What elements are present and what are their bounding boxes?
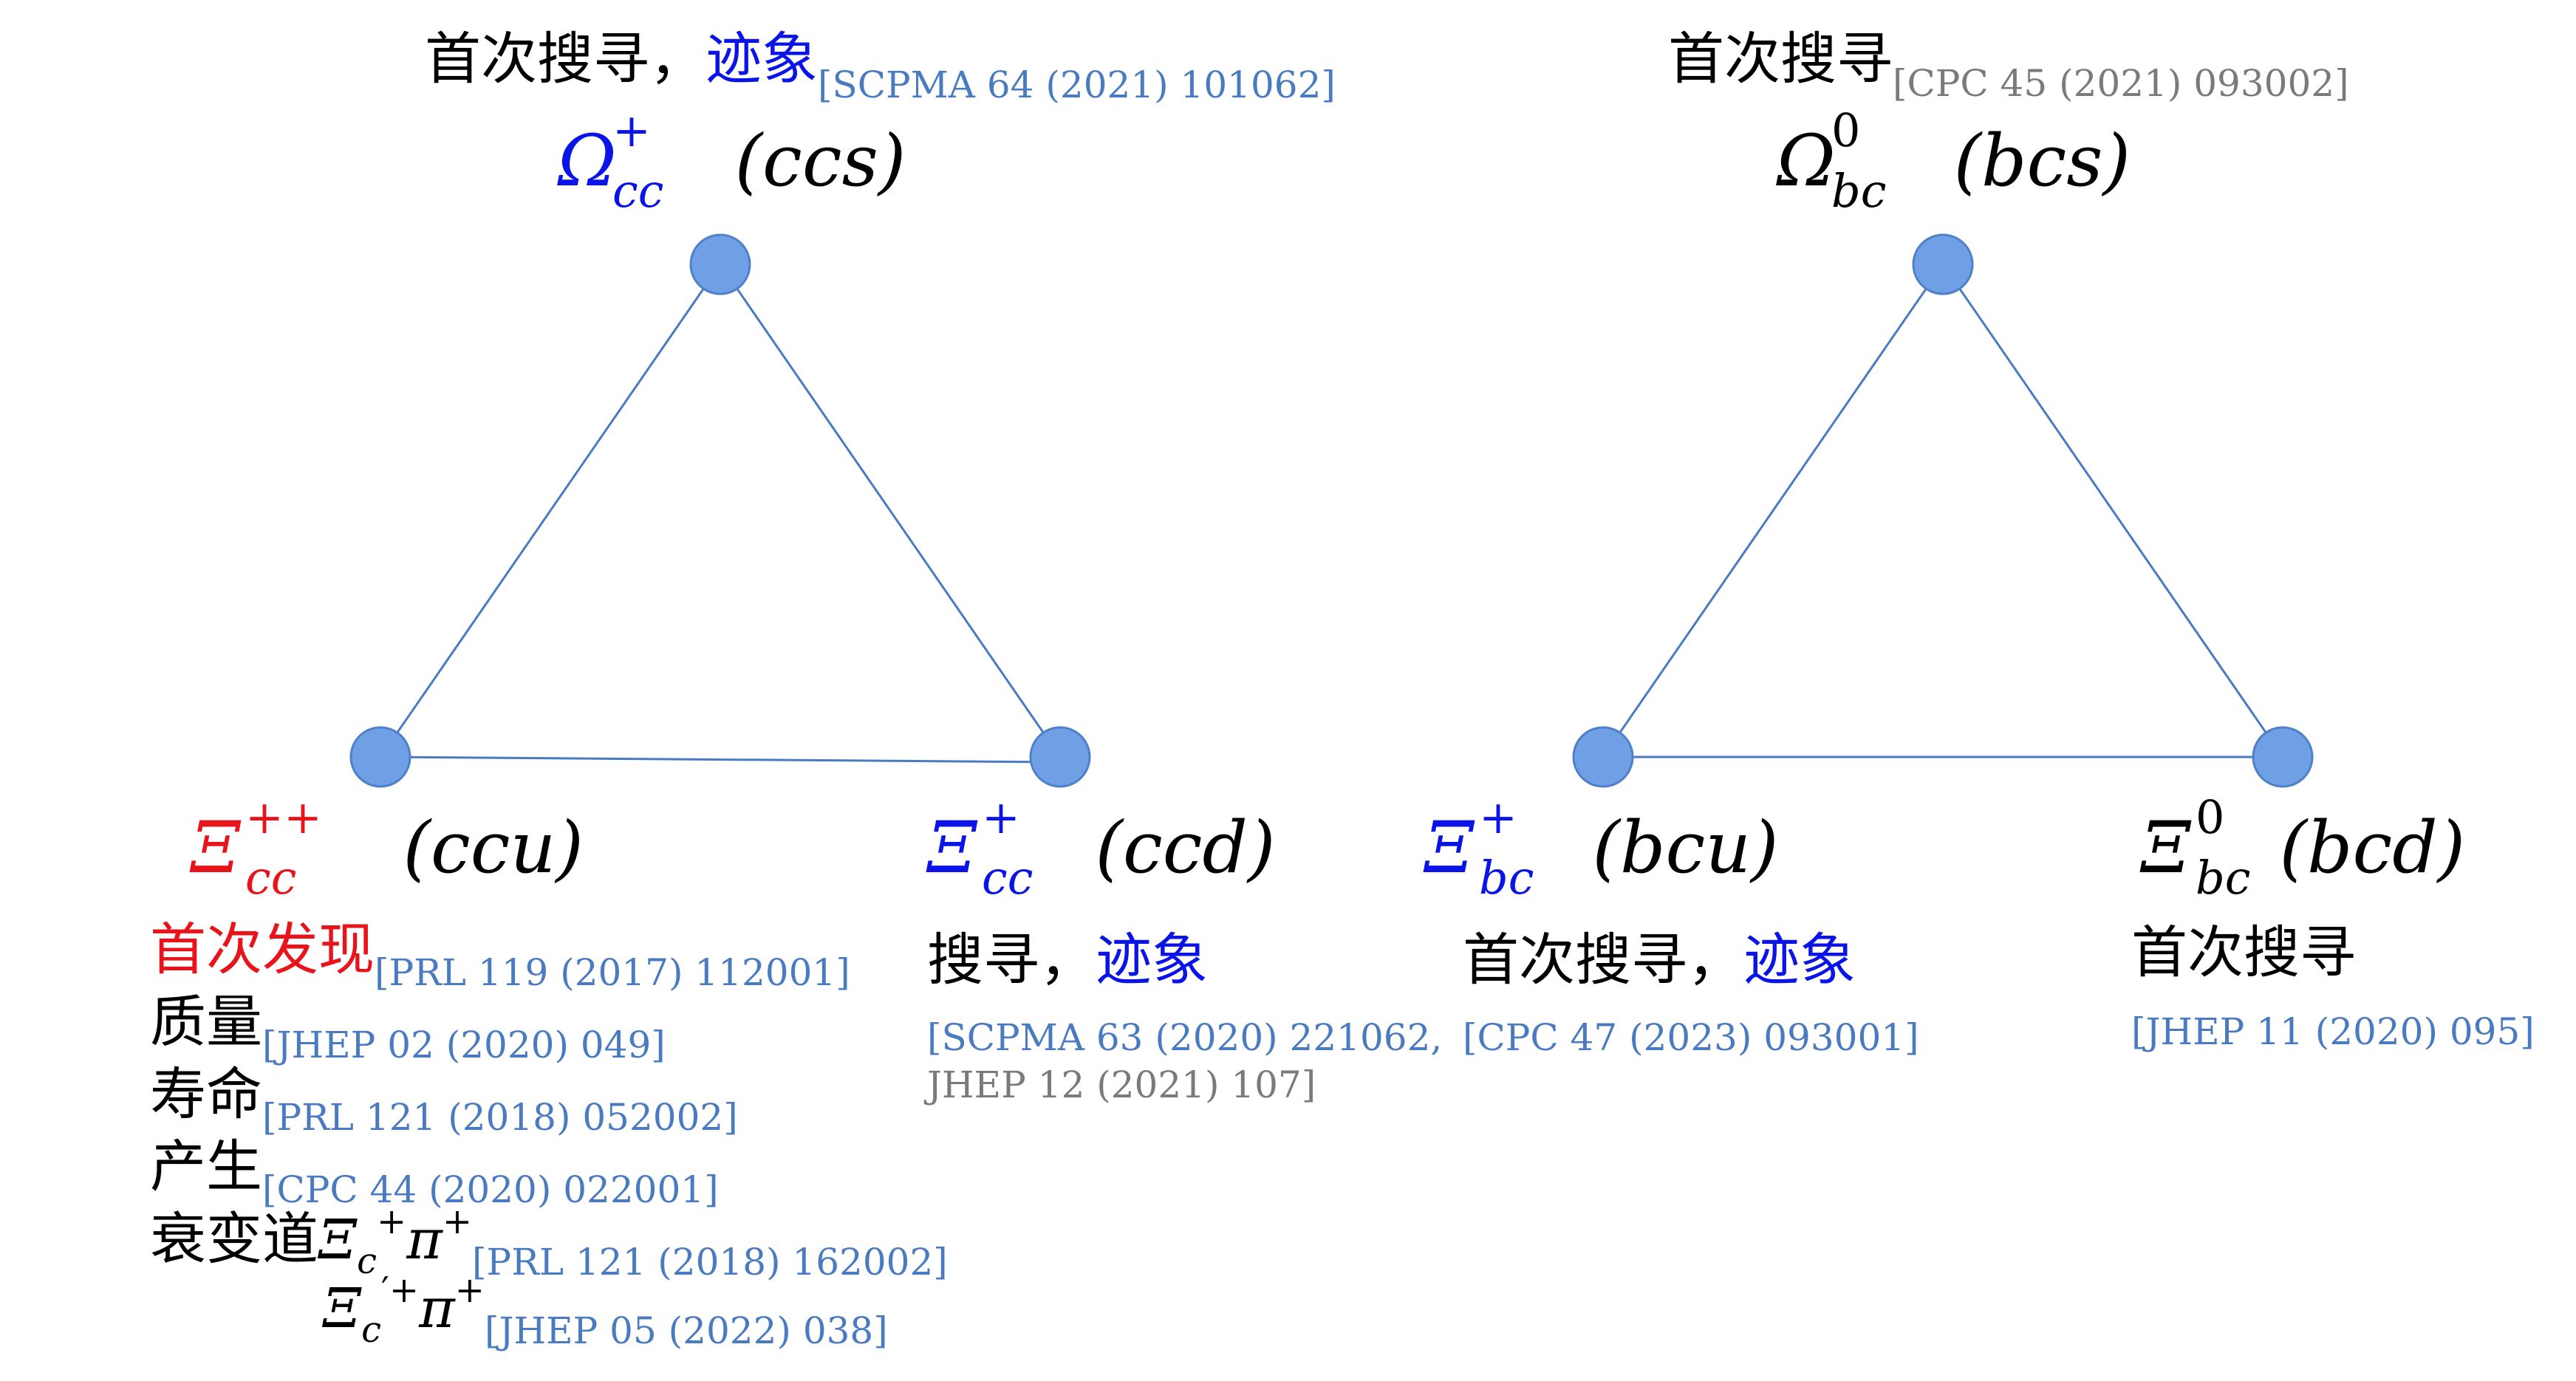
xi-cc-pp-lifetime: 寿命[PRL 121 (2018) 052002] <box>150 1066 738 1137</box>
decay-mode-text: 衰变道 <box>150 1206 318 1272</box>
omega-bc-status: 首次搜寻[CPC 45 (2021) 093002] <box>1668 31 2349 103</box>
discovery-reference: [PRL 119 (2017) 112001] <box>375 951 850 994</box>
status-search-text: 搜寻， <box>927 927 1096 993</box>
xi-cc-pp-mass: 质量[JHEP 02 (2020) 049] <box>150 994 666 1064</box>
production-reference: [CPC 44 (2020) 022001] <box>262 1168 719 1211</box>
status-search-text: 首次搜寻 <box>1668 26 1893 92</box>
omega-bc-quark-content: (bcs) <box>1953 120 2131 202</box>
omega-cc-quark-content: (ccs) <box>734 120 906 202</box>
xi-bc-0-quark-content: (bcd) <box>2279 806 2466 889</box>
xi-cc-p-reference-1: [SCPMA 63 (2020) 221062, <box>927 1016 1443 1059</box>
status-evidence-text: 迹象 <box>1743 927 1856 993</box>
xi-cc-pp-quark-content: (ccu) <box>403 806 584 889</box>
edge-omega-bc-to-xi-bc-p <box>1602 264 1944 758</box>
omega-cc-subscript: cc <box>612 164 664 218</box>
triangle-bc <box>1572 233 2314 788</box>
edge-omega-cc-to-xi-cc-pp <box>379 264 722 758</box>
discovery-text: 首次发现 <box>150 916 375 982</box>
xi-bc-0-status: 首次搜寻 <box>2131 925 2356 981</box>
node-xi-bc-0 <box>2252 726 2314 788</box>
decay-2-reference: [JHEP 05 (2022) 038] <box>484 1309 888 1352</box>
status-evidence-text: 迹象 <box>1096 927 1208 993</box>
edge-omega-cc-to-xi-cc-p <box>719 264 1062 758</box>
xi-cc-pp-production: 产生[CPC 44 (2020) 022001] <box>150 1139 719 1209</box>
status-evidence-text: 迹象 <box>706 26 818 92</box>
xi-bc-0-reference: [JHEP 11 (2020) 095] <box>2131 1010 2535 1053</box>
decay-xi-c-prime-pi: Ξc′+π+ <box>323 1269 485 1351</box>
xi-bc-0-charge: 0 <box>2196 790 2225 844</box>
mass-text: 质量 <box>150 989 262 1055</box>
xi-cc-p-charge: + <box>982 790 1020 844</box>
status-search-text: 首次搜寻， <box>1463 927 1743 993</box>
status-search-text: 首次搜寻， <box>425 26 706 92</box>
mass-reference: [JHEP 02 (2020) 049] <box>262 1024 666 1066</box>
xi-bc-p-subscript: bc <box>1479 851 1534 905</box>
omega-cc-charge: + <box>612 103 651 157</box>
edge-omega-bc-to-xi-bc-0 <box>1941 264 2284 758</box>
xi-cc-p-quark-content: (ccd) <box>1095 806 1276 889</box>
omega-cc-reference: [SCPMA 64 (2021) 101062] <box>818 64 1336 106</box>
omega-cc-label: Ω+cc(ccs) <box>558 103 906 218</box>
decay-xi-c-pi: Ξc+π+ <box>318 1201 473 1282</box>
xi-bc-p-symbol: Ξ+bc <box>1424 790 1534 905</box>
node-xi-cc-p <box>1029 726 1091 788</box>
node-xi-cc-pp <box>349 726 411 788</box>
xi-cc-p-symbol: Ξ+cc <box>927 790 1034 905</box>
omega-bc-charge: 0 <box>1831 103 1861 157</box>
lifetime-text: 寿命 <box>150 1061 262 1127</box>
xi-cc-pp-subscript: cc <box>245 851 297 905</box>
xi-cc-p-status: 搜寻，迹象 <box>927 932 1208 988</box>
omega-cc-symbol: Ω+cc <box>558 103 664 218</box>
omega-bc-subscript: bc <box>1831 164 1887 218</box>
xi-cc-p-label: Ξ+cc(ccd) <box>927 790 1276 905</box>
xi-bc-p-charge: + <box>1479 790 1517 844</box>
omega-bc-reference: [CPC 45 (2021) 093002] <box>1893 62 2349 105</box>
xi-cc-pp-label: Ξ++cc(ccu) <box>191 790 584 905</box>
production-text: 产生 <box>150 1134 262 1199</box>
xi-bc-0-subscript: bc <box>2196 851 2251 905</box>
lifetime-reference: [PRL 121 (2018) 052002] <box>262 1096 738 1139</box>
xi-cc-pp-discovery: 首次发现[PRL 119 (2017) 112001] <box>150 922 850 992</box>
decay-1-reference: [PRL 121 (2018) 162002] <box>472 1241 948 1284</box>
xi-cc-pp-symbol: Ξ++cc <box>191 790 322 905</box>
node-omega-cc <box>689 233 751 295</box>
xi-bc-p-reference: [CPC 47 (2023) 093001] <box>1463 1016 1919 1059</box>
xi-cc-pp-charge: ++ <box>245 790 322 844</box>
xi-cc-p-reference-2: JHEP 12 (2021) 107] <box>927 1063 1316 1106</box>
node-xi-bc-p <box>1572 726 1634 788</box>
edge-xi-cc-pp-to-xi-cc-p <box>380 755 1061 764</box>
omega-cc-status: 首次搜寻，迹象[SCPMA 64 (2021) 101062] <box>425 31 1336 104</box>
xi-cc-p-subscript: cc <box>982 851 1034 905</box>
xi-bc-p-quark-content: (bcu) <box>1592 806 1779 889</box>
status-search-text: 首次搜寻 <box>2131 919 2356 985</box>
xi-bc-p-status: 首次搜寻，迹象 <box>1463 932 1856 988</box>
xi-cc-pp-decay-1: 衰变道Ξc+π+[PRL 121 (2018) 162002] <box>150 1204 948 1281</box>
xi-bc-p-label: Ξ+bc(bcu) <box>1424 790 1779 905</box>
node-omega-bc <box>1912 233 1974 295</box>
xi-cc-pp-decay-2: Ξc′+π+[JHEP 05 (2022) 038] <box>323 1272 888 1349</box>
triangle-cc <box>349 233 1091 788</box>
